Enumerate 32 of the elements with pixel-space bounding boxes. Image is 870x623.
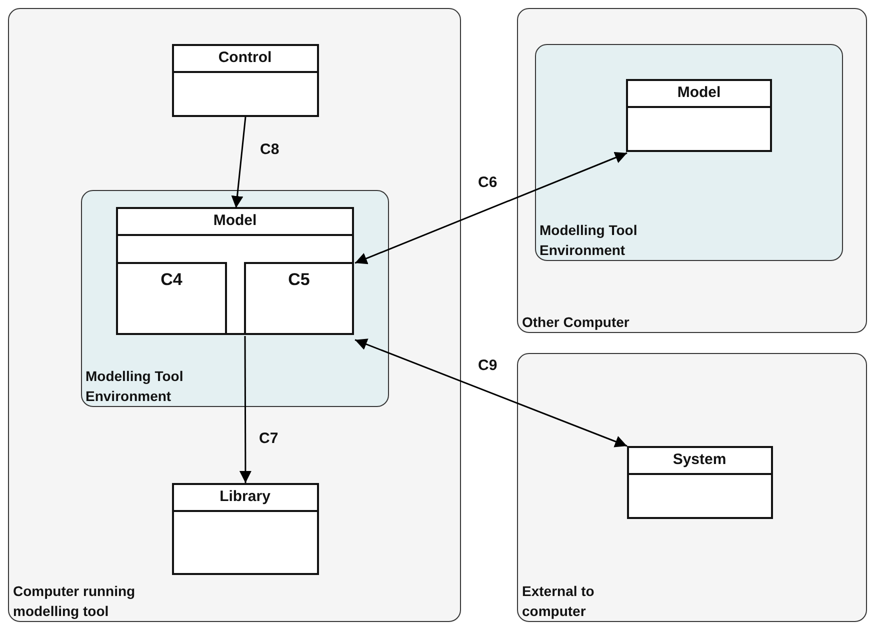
class-box	[172, 44, 318, 116]
computer-boundary	[517, 353, 867, 622]
region-label: Computer running modelling tool	[13, 582, 136, 621]
computer-boundary	[8, 8, 461, 622]
component-box	[116, 262, 227, 335]
connector-arrow	[354, 152, 628, 264]
connector-arrow	[239, 336, 252, 483]
class-name: Control	[174, 46, 316, 72]
region-label: Other Computer	[522, 313, 630, 332]
component-box	[244, 262, 354, 335]
edge-label: C8	[259, 141, 280, 158]
connector-arrow	[231, 116, 246, 208]
region-label: Modelling Tool Environment	[540, 220, 638, 260]
class-box	[626, 79, 772, 152]
class-box	[116, 207, 354, 335]
class-name: Model	[628, 81, 770, 108]
connector-arrow	[354, 338, 628, 448]
edge-label: C7	[258, 430, 280, 447]
edge-label: C6	[477, 174, 498, 191]
component-label: C5	[287, 270, 311, 290]
class-box	[172, 482, 318, 574]
class-name: Model	[118, 209, 352, 236]
region-label: Modelling Tool Environment	[86, 366, 184, 406]
edge-label: C9	[477, 357, 498, 374]
computer-boundary	[517, 8, 867, 333]
class-box	[626, 446, 772, 518]
region-label: External to computer	[522, 582, 596, 621]
component-label: C4	[160, 270, 184, 290]
class-name: Library	[174, 484, 316, 512]
environment-region	[80, 190, 388, 406]
class-name: System	[628, 448, 770, 474]
environment-region	[534, 44, 842, 260]
